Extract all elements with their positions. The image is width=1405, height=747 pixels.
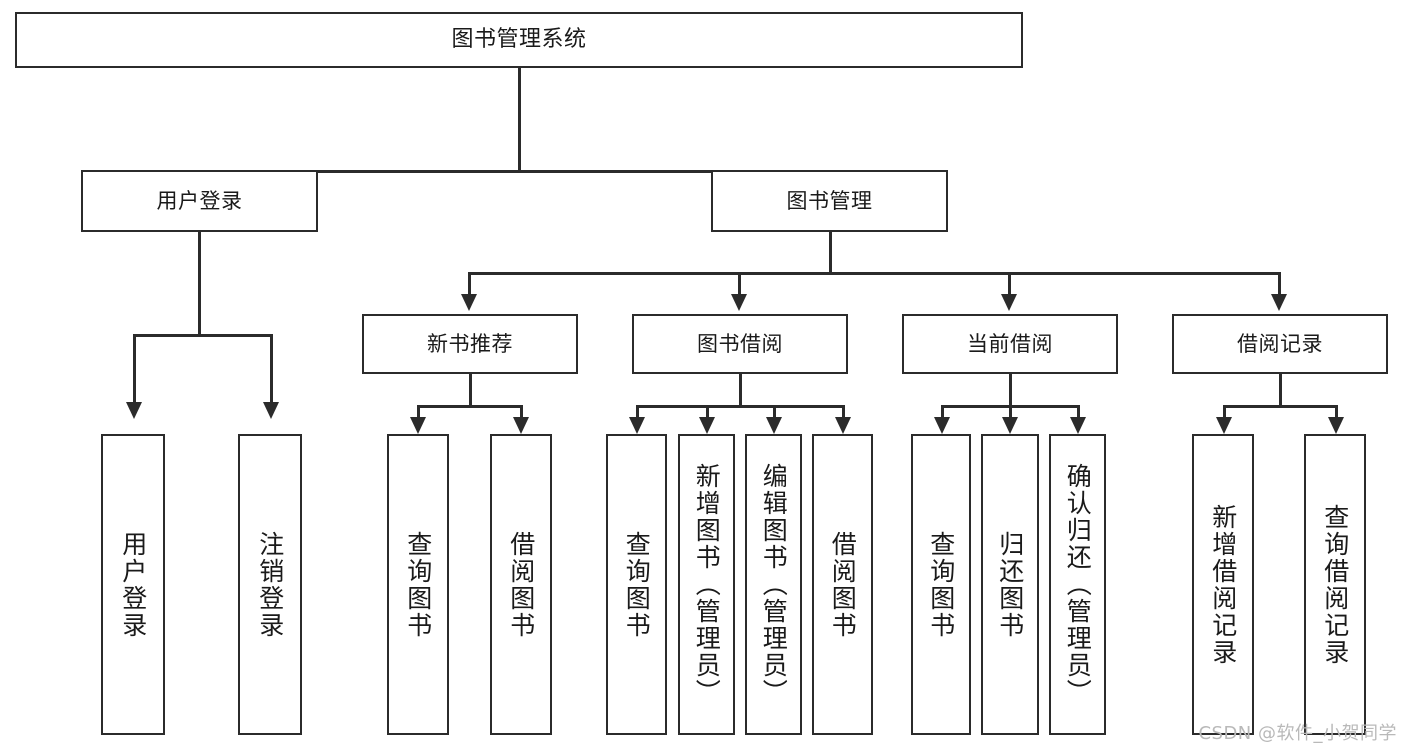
- leaf-logout-login-label: 注销登录: [255, 530, 285, 639]
- leaf-edit-book-label: 编辑图书（管理员）: [759, 463, 789, 706]
- leaf-borrow-book-1[interactable]: 借阅图书: [490, 434, 552, 735]
- connector-bm-to-current-borrow: [1008, 272, 1011, 296]
- connector-book-manage-stem: [829, 232, 832, 274]
- arrow-to-current-borrow: [1001, 294, 1017, 311]
- leaf-add-borrow-record[interactable]: 新增借阅记录: [1192, 434, 1254, 735]
- arrow-to-leaf-edit-book: [766, 417, 782, 434]
- arrow-to-leaf-borrow-book-1: [513, 417, 529, 434]
- connector-borrow-record-stem: [1279, 374, 1282, 407]
- connector-bb-to-leaf-4: [842, 405, 845, 419]
- connector-br-to-leaf-2: [1335, 405, 1338, 419]
- connector-user-login-bus: [133, 334, 272, 337]
- node-book-manage-label: 图书管理: [786, 188, 873, 213]
- leaf-query-book-1[interactable]: 查询图书: [387, 434, 449, 735]
- leaf-query-book-3-label: 查询图书: [926, 530, 956, 639]
- node-new-book-recommend[interactable]: 新书推荐: [362, 314, 578, 374]
- arrow-to-leaf-query-record: [1328, 417, 1344, 434]
- connector-book-borrow-stem: [739, 374, 742, 407]
- leaf-confirm-return[interactable]: 确认归还（管理员）: [1049, 434, 1106, 735]
- leaf-edit-book[interactable]: 编辑图书（管理员）: [745, 434, 802, 735]
- node-book-manage[interactable]: 图书管理: [711, 170, 948, 232]
- connector-bm-to-borrow-record: [1278, 272, 1281, 296]
- arrow-to-leaf-logout-login: [263, 402, 279, 419]
- connector-bm-to-new-book-rec: [468, 272, 471, 296]
- arrow-to-borrow-record: [1271, 294, 1287, 311]
- connector-book-borrow-bus: [636, 405, 844, 408]
- connector-root-stem: [518, 67, 521, 172]
- leaf-query-book-2-label: 查询图书: [622, 530, 652, 639]
- connector-user-login-to-leaf-2: [270, 334, 273, 404]
- connector-new-book-rec-bus: [417, 405, 522, 408]
- connector-borrow-record-bus: [1223, 405, 1337, 408]
- leaf-add-book-label: 新增图书（管理员）: [692, 463, 722, 706]
- leaf-add-book[interactable]: 新增图书（管理员）: [678, 434, 735, 735]
- connector-bb-to-leaf-3: [773, 405, 776, 419]
- leaf-user-login-label: 用户登录: [118, 530, 148, 639]
- node-borrow-record[interactable]: 借阅记录: [1172, 314, 1388, 374]
- node-user-login[interactable]: 用户登录: [81, 170, 318, 232]
- connector-book-manage-bus: [468, 272, 1280, 275]
- connector-new-book-rec-stem: [469, 374, 472, 407]
- connector-user-login-to-leaf-1: [133, 334, 136, 404]
- leaf-return-book-label: 归还图书: [995, 530, 1025, 639]
- leaf-borrow-book-2[interactable]: 借阅图书: [812, 434, 873, 735]
- arrow-to-leaf-add-book: [699, 417, 715, 434]
- connector-user-login-stem: [198, 232, 201, 336]
- connector-cb-to-leaf-2: [1009, 405, 1012, 419]
- connector-bb-to-leaf-2: [706, 405, 709, 419]
- node-current-borrow-label: 当前借阅: [967, 331, 1053, 356]
- node-new-book-recommend-label: 新书推荐: [427, 331, 513, 356]
- connector-br-to-leaf-1: [1223, 405, 1226, 419]
- arrow-to-leaf-user-login: [126, 402, 142, 419]
- node-current-borrow[interactable]: 当前借阅: [902, 314, 1118, 374]
- leaf-borrow-book-2-label: 借阅图书: [828, 530, 858, 639]
- node-user-login-label: 用户登录: [156, 188, 243, 213]
- leaf-query-book-3[interactable]: 查询图书: [911, 434, 971, 735]
- connector-bb-to-leaf-1: [636, 405, 639, 419]
- arrow-to-leaf-return-book: [1002, 417, 1018, 434]
- leaf-user-login[interactable]: 用户登录: [101, 434, 165, 735]
- connector-current-borrow-stem: [1009, 374, 1012, 407]
- node-root-label: 图书管理系统: [451, 27, 587, 53]
- leaf-query-book-2[interactable]: 查询图书: [606, 434, 667, 735]
- connector-bm-to-book-borrow: [738, 272, 741, 296]
- node-book-borrow-label: 图书借阅: [697, 331, 783, 356]
- connector-cb-to-leaf-3: [1077, 405, 1080, 419]
- connector-cb-to-leaf-1: [941, 405, 944, 419]
- arrow-to-leaf-confirm-return: [1070, 417, 1086, 434]
- leaf-query-book-1-label: 查询图书: [403, 530, 433, 639]
- arrow-to-leaf-query-book-2: [629, 417, 645, 434]
- leaf-add-borrow-record-label: 新增借阅记录: [1208, 503, 1238, 666]
- node-book-borrow[interactable]: 图书借阅: [632, 314, 848, 374]
- leaf-borrow-book-1-label: 借阅图书: [506, 530, 536, 639]
- leaf-logout-login[interactable]: 注销登录: [238, 434, 302, 735]
- arrow-to-leaf-query-book-1: [410, 417, 426, 434]
- arrow-to-book-borrow: [731, 294, 747, 311]
- node-borrow-record-label: 借阅记录: [1237, 331, 1323, 356]
- leaf-query-borrow-record[interactable]: 查询借阅记录: [1304, 434, 1366, 735]
- leaf-confirm-return-label: 确认归还（管理员）: [1063, 463, 1093, 706]
- arrow-to-new-book-rec: [461, 294, 477, 311]
- leaf-return-book[interactable]: 归还图书: [981, 434, 1039, 735]
- connector-nbr-to-leaf-2: [520, 405, 523, 419]
- connector-nbr-to-leaf-1: [417, 405, 420, 419]
- connector-root-bus: [197, 170, 831, 173]
- leaf-query-borrow-record-label: 查询借阅记录: [1320, 503, 1350, 666]
- arrow-to-leaf-query-book-3: [934, 417, 950, 434]
- arrow-to-leaf-add-record: [1216, 417, 1232, 434]
- node-root-book-management-system[interactable]: 图书管理系统: [15, 12, 1023, 68]
- arrow-to-leaf-borrow-book-2: [835, 417, 851, 434]
